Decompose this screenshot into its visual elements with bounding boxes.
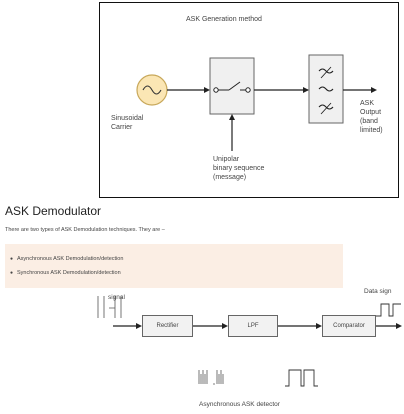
lpf-output-waveform: [285, 369, 318, 387]
data-signal-label: Data sign: [364, 288, 392, 295]
arrow-icon: [303, 87, 309, 93]
demodulator-intro: There are two types of ASK Demodulation …: [5, 227, 165, 233]
output-label: ASK Output (band limited): [360, 100, 383, 134]
detector-diagram-graphics: [97, 296, 402, 387]
ask-detector-diagram: signal Data sign Rectifier LPF Comparato…: [95, 286, 404, 414]
signal-label: signal: [108, 294, 125, 301]
ask-generation-diagram: ASK Generation method Sinusoidal Carrier…: [99, 2, 399, 198]
demodulator-heading: ASK Demodulator: [5, 204, 102, 218]
list-item: ● Asynchronous ASK Demodulation/detectio…: [10, 256, 124, 262]
comparator-block: Comparator: [322, 315, 376, 337]
carrier-label: Sinusoidal Carrier: [111, 115, 144, 131]
detector-caption: Asynchronous ASK detector: [199, 401, 280, 408]
bullet-icon: ●: [10, 256, 14, 262]
generation-diagram-graphics: [136, 54, 377, 151]
data-signal-waveform: [375, 303, 401, 317]
switch-contact-right: [245, 87, 251, 93]
demodulation-types-list: ● Asynchronous ASK Demodulation/detectio…: [5, 244, 343, 288]
rectified-waveform: [198, 370, 224, 385]
switch-contact-left: [213, 87, 219, 93]
switch-blade: [228, 81, 241, 91]
arrow-icon: [396, 323, 402, 329]
arrow-icon: [136, 323, 142, 329]
lpf-block: LPF: [228, 315, 278, 337]
arrow-icon: [222, 323, 228, 329]
sequence-label: Unipolar binary sequence (message): [213, 156, 265, 181]
arrow-icon: [204, 87, 210, 93]
bullet-icon: ●: [10, 270, 14, 276]
list-item: ● Synchronous ASK Demodulation/detection: [10, 270, 121, 276]
rectifier-block: Rectifier: [142, 315, 193, 337]
ask-signal-waveform: [97, 296, 122, 318]
arrow-icon: [229, 114, 235, 120]
switch-box: [209, 57, 255, 115]
arrow-icon: [316, 323, 322, 329]
generation-title: ASK Generation method: [186, 16, 262, 23]
sine-wave-icon: [142, 85, 162, 95]
arrow-icon: [371, 87, 377, 93]
